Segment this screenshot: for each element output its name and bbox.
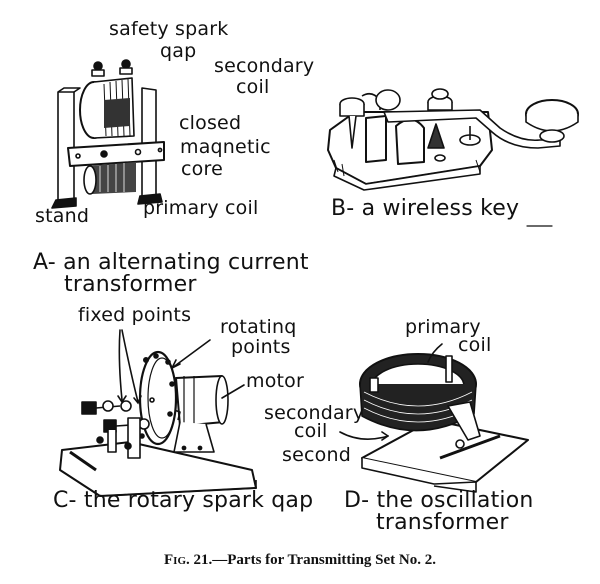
figure-caption: Fig. 21.—Parts for Transmitting Set No. … xyxy=(0,552,600,569)
label-magnetic: maqnetic xyxy=(180,136,271,158)
label-secondary-coil: coil xyxy=(236,76,270,98)
label-d-second: second xyxy=(282,444,351,466)
fixed-points-arrow-2 xyxy=(121,329,139,403)
oscillation-transformer-drawing xyxy=(359,353,529,493)
wireless-key-drawing xyxy=(327,88,579,191)
ac-transformer-drawing xyxy=(51,59,165,209)
label-d-primary-coil: coil xyxy=(458,334,492,356)
secondary-coil-arrow xyxy=(339,431,389,440)
label-rotating: rotatinq xyxy=(220,316,297,338)
label-stand: stand xyxy=(35,205,90,227)
label-rotating-points: points xyxy=(231,336,291,358)
panel-a-title-line1: A- an alternating current xyxy=(33,250,309,275)
label-d-secondary-coil: coil xyxy=(294,420,328,442)
label-fixed-points: fixed points xyxy=(78,304,192,326)
label-d-primary: primary xyxy=(405,316,481,338)
panel-b-title: B- a wireless key xyxy=(331,196,520,221)
figure-caption-text: —Parts for Transmitting Set No. 2. xyxy=(212,552,436,568)
rotating-points-arrow xyxy=(171,339,211,369)
motor-leader xyxy=(221,384,245,399)
label-core: core xyxy=(181,158,223,180)
label-motor: motor xyxy=(246,370,305,392)
label-safety-spark: safety spark xyxy=(109,18,229,40)
fixed-points-arrow-1 xyxy=(118,329,123,401)
figure-caption-prefix: Fig. 21. xyxy=(164,552,213,568)
pointer-arrows xyxy=(117,225,553,441)
panel-c-title: C- the rotary spark qap xyxy=(53,488,314,513)
primary-coil-arrow xyxy=(427,343,443,363)
label-d-secondary: secondary xyxy=(264,402,365,424)
panel-d-title-line1: D- the oscillation xyxy=(344,488,534,513)
label-secondary: secondary xyxy=(214,55,315,77)
label-closed: closed xyxy=(179,112,242,134)
rotary-spark-gap-drawing xyxy=(59,350,257,497)
label-gap: qap xyxy=(160,40,197,62)
label-primary-coil: primary coil xyxy=(143,197,259,219)
panel-d-title-line2: transformer xyxy=(376,510,509,535)
panel-a-title-line2: transformer xyxy=(64,272,197,297)
